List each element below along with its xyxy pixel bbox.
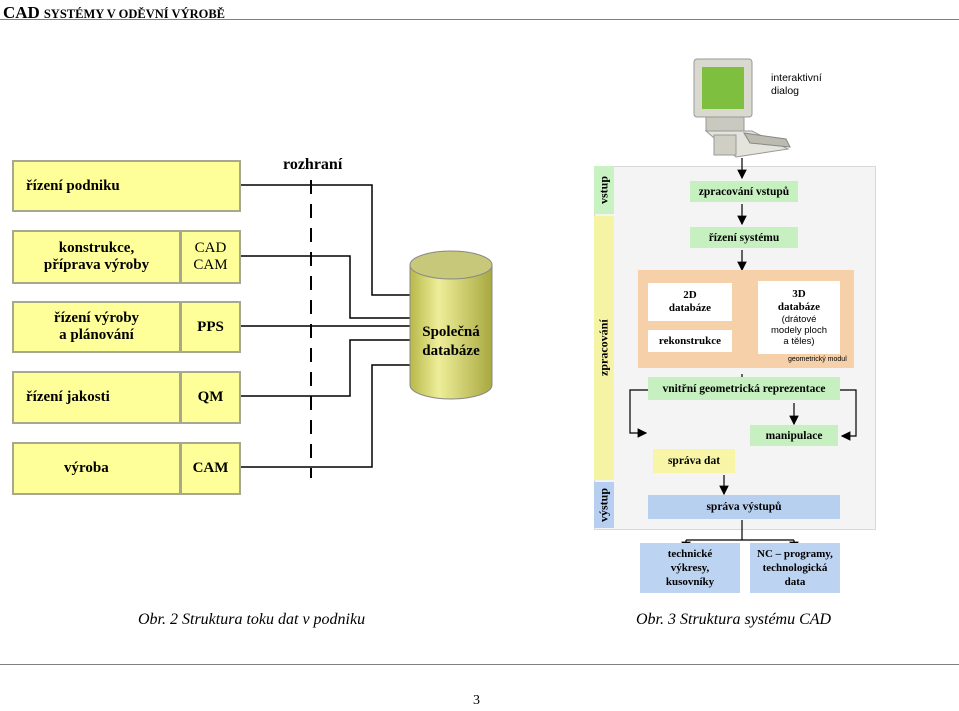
box-vnitrni-reprezentace: vnitřní geometrická reprezentace xyxy=(648,377,840,400)
box-qm: QM xyxy=(180,371,241,424)
database-cylinder-body xyxy=(409,264,493,400)
output-vykresy: technické výkresy, kusovníky xyxy=(640,543,740,593)
fig3-caption: Obr. 3 Struktura systému CAD xyxy=(636,611,832,628)
box-vyroba: výroba xyxy=(12,442,181,495)
header-rule xyxy=(0,19,959,20)
box-3d-label: 3D databáze xyxy=(777,288,821,313)
box-manipulace-label: manipulace xyxy=(765,429,823,442)
box-label: řízení jakosti xyxy=(26,389,110,405)
box-2d-databaze: 2D databáze xyxy=(648,283,732,321)
fig2-connectors xyxy=(240,180,493,478)
box-label: řízení výroby a plánování xyxy=(53,310,140,343)
box-zpracovani-vstupu-label: zpracování vstupů xyxy=(698,185,790,198)
computer-icon xyxy=(693,58,791,158)
box-zpracovani-vstupu: zpracování vstupů xyxy=(690,181,798,202)
database-label: Společná databáze xyxy=(422,324,480,359)
box-label: CAD CAM xyxy=(193,240,228,273)
header-title: SYSTÉMY V ODĚVNÍ VÝROBĚ xyxy=(43,7,226,21)
header-cad: CAD xyxy=(3,3,40,22)
box-rekonstrukce: rekonstrukce xyxy=(648,330,732,352)
box-rizeni-systemu: řízení systému xyxy=(690,227,798,248)
box-cam: CAM xyxy=(180,442,241,495)
box-sprava-vystupu: správa výstupů xyxy=(648,495,840,519)
box-sprava-dat-label: správa dat xyxy=(667,455,721,467)
box-rizeni-podniku: řízení podniku xyxy=(12,160,241,212)
box-label: výroba xyxy=(64,460,109,476)
box-rekonstrukce-label: rekonstrukce xyxy=(658,334,722,347)
page-number: 3 xyxy=(473,693,480,708)
box-label: CAM xyxy=(192,460,229,476)
page-header: CAD SYSTÉMY V ODĚVNÍ VÝROBĚ xyxy=(3,3,225,23)
footer-rule xyxy=(0,664,959,665)
box-3d-databaze: 3D databáze (drátové modely ploch a těle… xyxy=(758,281,840,354)
box-label: PPS xyxy=(197,318,224,335)
box-rizeni-jakosti: řízení jakosti xyxy=(12,371,181,424)
output-nc-label: NC – programy, technologická data xyxy=(757,548,833,588)
database-cylinder-top xyxy=(409,250,493,280)
box-label: řízení podniku xyxy=(26,177,120,194)
box-sprava-dat: správa dat xyxy=(653,449,735,473)
geometric-module-label: geometrický modul xyxy=(788,356,847,363)
box-rizeni-systemu-label: řízení systému xyxy=(708,231,780,244)
box-rizeni-vyroby: řízení výroby a plánování xyxy=(12,301,181,353)
output-nc-programy: NC – programy, technologická data xyxy=(750,543,840,593)
box-sprava-vystupu-label: správa výstupů xyxy=(706,501,782,513)
box-vnitrni-label: vnitřní geometrická reprezentace xyxy=(662,382,826,395)
fig3-connectors xyxy=(629,158,857,552)
fig2-caption: Obr. 2 Struktura toku dat v podniku xyxy=(138,611,366,628)
interface-label: rozhraní xyxy=(283,156,343,173)
box-label: konstrukce, příprava výroby xyxy=(43,240,150,273)
box-pps: PPS xyxy=(180,301,241,353)
box-3d-note: (drátové modely ploch a těles) xyxy=(771,314,827,347)
box-label: QM xyxy=(197,389,224,405)
output-vykresy-label: technické výkresy, kusovníky xyxy=(665,548,715,588)
box-2d-label: 2D databáze xyxy=(668,289,712,314)
dialog-label: interaktivní dialog xyxy=(771,72,822,97)
box-konstrukce: konstrukce, příprava výroby xyxy=(12,230,181,284)
box-manipulace: manipulace xyxy=(750,425,838,446)
box-cad-cam: CAD CAM xyxy=(180,230,241,284)
